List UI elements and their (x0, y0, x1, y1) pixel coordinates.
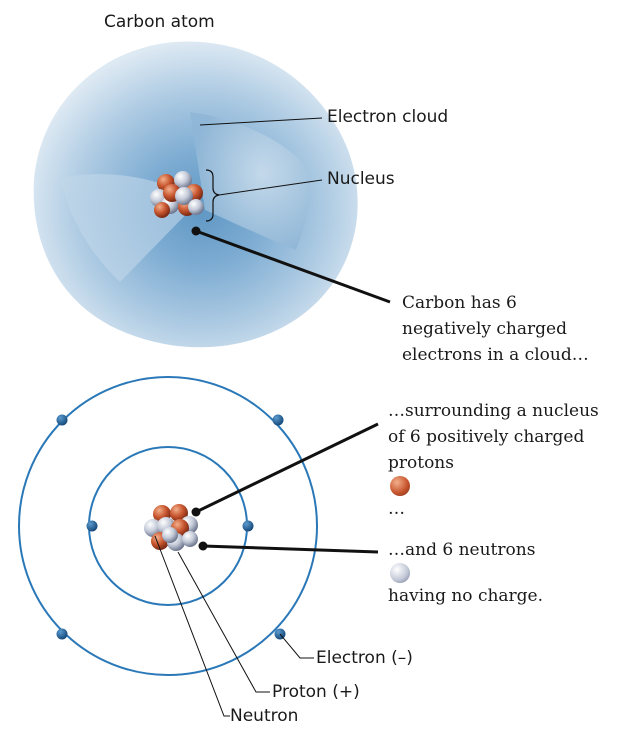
electron (243, 521, 254, 532)
leader-proton (178, 552, 270, 692)
diagram-title: Carbon atom (104, 12, 215, 32)
electron-label: Electron (–) (316, 648, 413, 668)
note-word: protons (388, 453, 454, 473)
note-line: …and 6 neutrons (388, 537, 543, 583)
neutrons-note: …and 6 neutrons having no charge. (388, 537, 543, 609)
protons-note: …surrounding a nucleus of 6 positively c… (388, 398, 599, 522)
nucleus-orbit (144, 504, 198, 551)
proton-icon (390, 476, 410, 496)
note-line: protons … (388, 450, 599, 522)
electron (57, 415, 68, 426)
electron (87, 521, 98, 532)
note-word: … (388, 499, 405, 519)
note-line: …surrounding a nucleus (388, 398, 599, 424)
note-line: Carbon has 6 (402, 290, 589, 316)
leader-dot (199, 542, 208, 551)
proton-label: Proton (+) (272, 682, 360, 702)
nucleus-label: Nucleus (327, 169, 395, 189)
electron (57, 629, 68, 640)
leader-dot (192, 227, 201, 236)
electron-cloud-label: Electron cloud (327, 107, 448, 127)
note-word: …and 6 neutrons (388, 540, 535, 560)
note-line: negatively charged (402, 316, 589, 342)
note-line: electrons in a cloud… (402, 342, 589, 368)
leader-dot (192, 508, 201, 517)
leader-neutrons-note (203, 546, 378, 552)
note-line: of 6 positively charged (388, 424, 599, 450)
electrons-note: Carbon has 6 negatively charged electron… (402, 290, 589, 368)
neutron-label: Neutron (230, 706, 298, 726)
neutron-icon (390, 563, 410, 583)
leader-electron (280, 634, 314, 658)
electron (273, 415, 284, 426)
note-line: having no charge. (388, 583, 543, 609)
